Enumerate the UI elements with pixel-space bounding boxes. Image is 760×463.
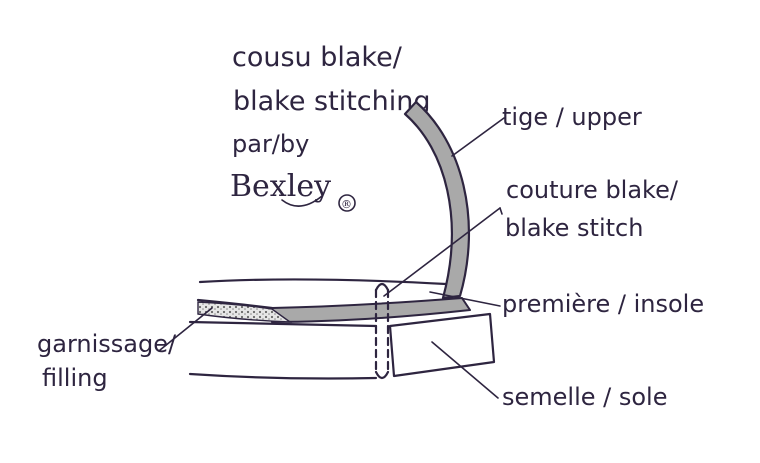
- label-stitch-line-2: blake stitch: [505, 214, 643, 242]
- stitch-loop-top: [374, 282, 390, 292]
- leader-stitch-b: [499, 207, 503, 215]
- brand-swash: [281, 195, 323, 207]
- brand-logo: Bexley ®: [230, 169, 356, 212]
- title-line-3: par/by: [232, 130, 309, 158]
- label-insole: première / insole: [502, 290, 704, 318]
- label-upper: tige / upper: [502, 103, 642, 131]
- insole-bottom-line: [196, 298, 274, 310]
- sole-bottom-line: [188, 372, 378, 380]
- leader-stitch-a: [383, 207, 501, 297]
- label-filling-line-2: filling: [42, 364, 108, 392]
- insole-grey-band: [271, 297, 471, 323]
- stitch-loop-bottom: [374, 370, 390, 380]
- filling-shape: [197, 301, 293, 323]
- title-line-1: cousu blake/: [232, 42, 403, 73]
- registered-mark-circle: [338, 194, 356, 212]
- brand-name: Bexley: [230, 169, 331, 204]
- upper-shape: [403, 100, 471, 300]
- label-sole: semelle / sole: [502, 383, 667, 411]
- leader-upper: [451, 117, 505, 157]
- leader-insole: [429, 291, 501, 307]
- insole-top-line: [198, 278, 448, 286]
- label-stitch-line-1: couture blake/: [506, 176, 679, 204]
- sole-top-line-left: [188, 320, 378, 328]
- leader-sole: [431, 341, 499, 399]
- sole-right-block: [388, 312, 496, 378]
- leader-filling: [159, 307, 213, 351]
- title-line-2: blake stitching: [233, 86, 431, 117]
- registered-mark: ®: [341, 198, 352, 211]
- label-filling-line-1: garnissage/: [37, 330, 177, 358]
